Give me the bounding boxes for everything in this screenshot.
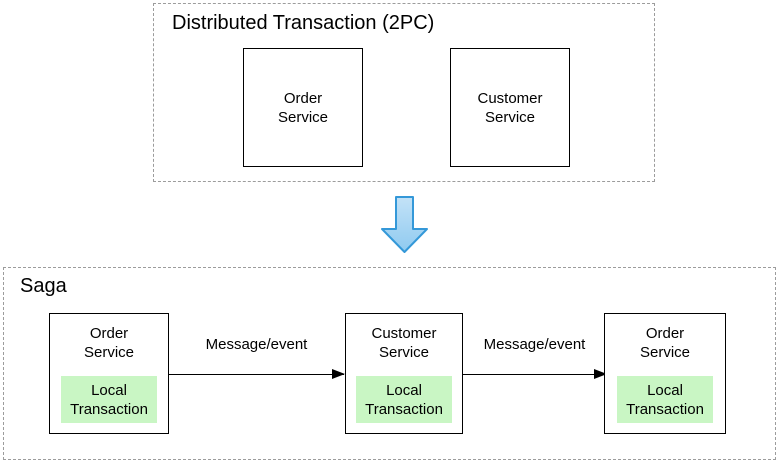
service-box-label: Customer Service xyxy=(477,89,543,126)
local-transaction-box: Local Transaction xyxy=(61,376,157,423)
message-event-arrow-1 xyxy=(169,369,345,379)
saga-title: Saga xyxy=(20,275,67,297)
service-box-label: Order Service xyxy=(277,89,329,126)
saga-order-service-box-2: Order Service Local Transaction xyxy=(604,313,726,434)
down-arrow-icon xyxy=(381,196,428,253)
saga-customer-service-box: Customer Service Local Transaction xyxy=(345,313,463,434)
message-event-arrow-2 xyxy=(463,369,607,379)
service-box-label: Order Service xyxy=(639,325,691,361)
saga-container: Saga Order Service Local Transaction Mes… xyxy=(3,267,776,460)
two-pc-customer-service-box: Customer Service xyxy=(450,48,570,167)
local-transaction-box: Local Transaction xyxy=(617,376,713,423)
saga-order-service-box-1: Order Service Local Transaction xyxy=(49,313,169,434)
message-event-label-1: Message/event xyxy=(205,336,308,353)
arrowhead-right-icon xyxy=(332,369,345,379)
local-transaction-box: Local Transaction xyxy=(356,376,452,423)
service-box-label: Customer Service xyxy=(371,325,437,361)
service-box-label: Order Service xyxy=(83,325,135,361)
message-event-label-2: Message/event xyxy=(483,336,586,353)
two-pc-container: Distributed Transaction (2PC) Order Serv… xyxy=(153,3,655,182)
two-pc-order-service-box: Order Service xyxy=(243,48,363,167)
two-pc-title: Distributed Transaction (2PC) xyxy=(172,12,435,34)
arrowhead-right-icon xyxy=(594,369,607,379)
